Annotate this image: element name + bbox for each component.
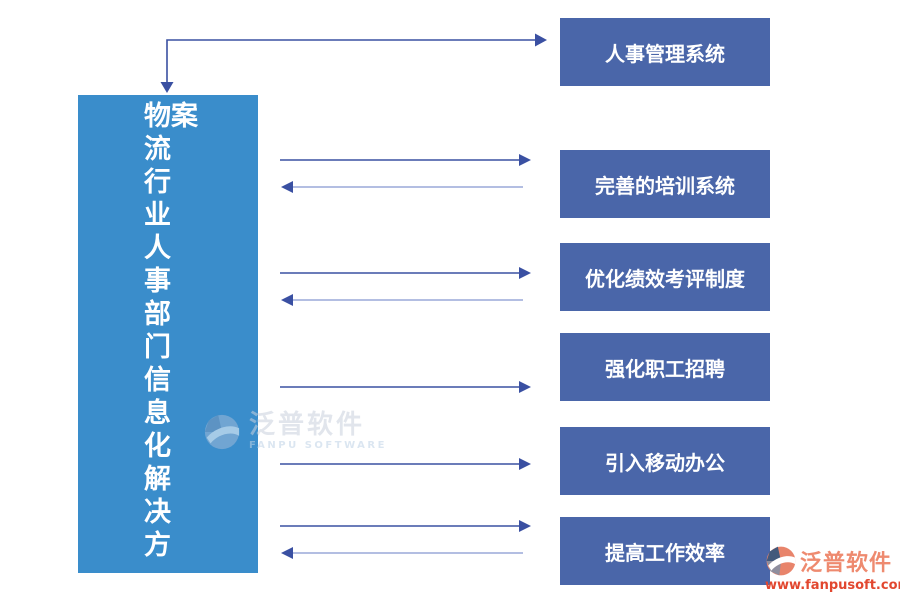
solution-box-recruitment: 强化职工招聘 xyxy=(560,333,770,401)
solution-box-training-system: 完善的培训系统 xyxy=(560,150,770,218)
forward-arrow xyxy=(280,154,531,166)
forward-arrow xyxy=(280,458,531,470)
elbow-connector-arrow xyxy=(160,33,547,93)
watermark: 泛普软件 FANPU SOFTWARE xyxy=(203,412,387,451)
back-arrow xyxy=(281,181,523,193)
solution-box-label: 强化职工招聘 xyxy=(605,356,725,381)
solution-box-hr-management: 人事管理系统 xyxy=(560,18,770,86)
solution-box-work-efficiency: 提高工作效率 xyxy=(560,517,770,585)
solution-box-label: 引入移动办公 xyxy=(605,450,725,475)
back-arrow xyxy=(281,294,523,306)
solution-box-mobile-office: 引入移动办公 xyxy=(560,427,770,495)
solution-box-performance-review: 优化绩效考评制度 xyxy=(560,243,770,311)
footer-logo: 泛普软件 www.fanpusoft.com xyxy=(765,545,900,593)
footer-url-text: www.fanpusoft.com xyxy=(765,578,900,593)
main-topic-box: 物流行业人事部门信息化解决方案 xyxy=(78,95,258,573)
solution-box-label: 提高工作效率 xyxy=(605,540,725,565)
solution-box-label: 人事管理系统 xyxy=(605,41,725,66)
main-topic-label: 物流行业人事部门信息化解决方案 xyxy=(139,101,197,563)
solution-box-label: 优化绩效考评制度 xyxy=(585,266,745,291)
fanpu-logo-icon xyxy=(766,546,796,576)
watermark-brand-text: 泛普软件 xyxy=(249,410,366,440)
watermark-brand-en-text: FANPU SOFTWARE xyxy=(249,440,387,451)
fanpu-logo-icon xyxy=(204,414,240,449)
forward-arrow xyxy=(280,381,531,393)
forward-arrow xyxy=(280,520,531,532)
footer-brand-text: 泛普软件 xyxy=(800,551,893,576)
forward-arrow xyxy=(280,267,531,279)
solution-box-label: 完善的培训系统 xyxy=(595,173,735,198)
back-arrow xyxy=(281,547,523,559)
